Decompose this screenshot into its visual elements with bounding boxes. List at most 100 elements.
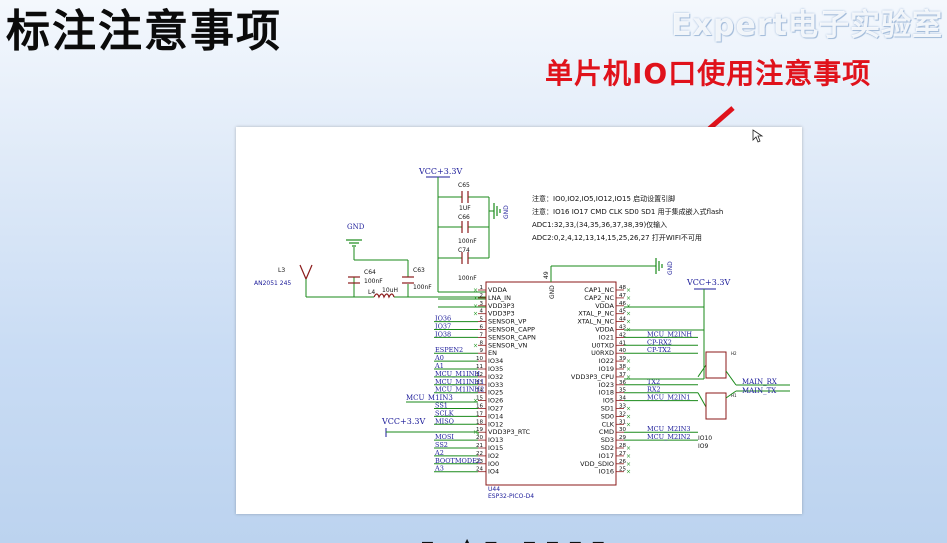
chip-ref: U44 xyxy=(488,486,500,493)
rf-wires xyxy=(305,247,486,298)
net-main-tx: MAIN_TX xyxy=(742,387,776,395)
pin-number-left: 10 xyxy=(476,356,483,362)
rf-parts xyxy=(299,264,414,299)
no-connect-mark: × xyxy=(626,413,631,420)
c64-value: 100nF xyxy=(364,278,383,285)
pin-number-right: 27 xyxy=(619,451,626,457)
net-label-left: IO38 xyxy=(435,330,451,338)
note-line: 注意：IO16 IO17 CMD CLK SD0 SD1 用于集成嵌入式flas… xyxy=(532,207,723,216)
pin-number-right: 43 xyxy=(619,325,626,331)
net-label-right: MCU_M2IN3 xyxy=(647,425,691,433)
no-connect-mark: × xyxy=(626,319,631,326)
pin-name-left: IO25 xyxy=(488,389,503,397)
net-label-left: MCU_M1INH xyxy=(435,370,480,378)
gnd-symbol-icon xyxy=(493,203,501,219)
pin-name-left: IO14 xyxy=(488,412,503,420)
net-mcu-m1in3: MCU_M1IN3 xyxy=(406,394,453,402)
header-h2 xyxy=(705,351,727,379)
c66-ref: C66 xyxy=(458,214,470,221)
pin-number-right: 44 xyxy=(619,317,626,323)
pin-number-right: 40 xyxy=(619,348,626,354)
pin-number-right: 29 xyxy=(619,435,626,441)
pin-name-right: SD0 xyxy=(601,412,614,420)
pin-number-right: 34 xyxy=(619,396,626,402)
net-label-right: MCU_M2IN1 xyxy=(647,394,691,402)
no-connect-mark: × xyxy=(473,287,478,294)
pin-name-right: SD1 xyxy=(601,405,614,413)
pin-number-left: 16 xyxy=(476,404,483,410)
slide-title: 标注注意事项 xyxy=(6,6,282,57)
net-label-right: RX2 xyxy=(647,386,661,394)
pin-name-left: VDD3P3 xyxy=(488,302,515,310)
net-label-left: MISO xyxy=(435,417,454,425)
pin-name-right: IO23 xyxy=(599,381,614,389)
header-wire xyxy=(697,364,707,378)
pin-name-left: VDDA xyxy=(488,286,507,294)
pin-number-right: 36 xyxy=(619,380,626,386)
pin-name-right: SD3 xyxy=(601,436,614,444)
no-connect-mark: × xyxy=(626,366,631,373)
pin-name-left: IO32 xyxy=(488,373,503,381)
net-label-left: IO36 xyxy=(435,315,451,323)
header-h1-ref: H1 xyxy=(731,393,737,398)
pin-number-left: 14 xyxy=(476,388,483,394)
pin-number-left: 4 xyxy=(480,309,484,315)
c65-value: 1UF xyxy=(459,205,471,212)
pin-name-left: IO12 xyxy=(488,420,503,428)
no-connect-mark: × xyxy=(626,287,631,294)
pin-name-right: VDD_SDIO xyxy=(580,460,614,468)
pin-number-left: 2 xyxy=(480,293,484,299)
pin-number-left: 15 xyxy=(476,396,483,402)
pin-name-right: IO16 xyxy=(599,468,614,476)
pin-number-left: 5 xyxy=(480,317,484,323)
pin-number-left: 23 xyxy=(476,459,483,465)
pin-name-left: IO35 xyxy=(488,365,503,373)
no-connect-mark: × xyxy=(473,398,478,405)
mouse-cursor-icon xyxy=(752,129,764,143)
pin-number-left: 17 xyxy=(476,411,483,417)
pin-number-left: 7 xyxy=(480,332,484,338)
c63-value: 100nF xyxy=(413,284,432,291)
net-label-left: A1 xyxy=(434,362,444,370)
net-label-left: BOOTMODE2 xyxy=(435,457,481,465)
no-connect-mark: × xyxy=(626,421,631,428)
pin-name-left: EN xyxy=(488,349,497,357)
net-label-left: SS2 xyxy=(435,441,448,449)
pin-name-right: SD2 xyxy=(601,444,614,452)
pin-number-right: 48 xyxy=(619,285,626,291)
no-connect-mark: × xyxy=(626,358,631,365)
pin-number-right: 38 xyxy=(619,364,626,370)
pin-number-left: 9 xyxy=(480,348,484,354)
design-notes: 注意：IO0,IO2,IO5,IO12,IO15 启动设置引脚 注意：IO16 … xyxy=(532,194,723,242)
pin-name-left: IO34 xyxy=(488,357,503,365)
label-io9: IO9 xyxy=(698,443,708,450)
pin-name-left: IO13 xyxy=(488,436,503,444)
no-connect-mark: × xyxy=(473,295,478,302)
pin-name-left: IO15 xyxy=(488,444,503,452)
pin-name-left: IO26 xyxy=(488,397,503,405)
pin-number-right: 31 xyxy=(619,419,626,425)
net-label-left: A3 xyxy=(434,465,444,473)
pin-number-right: 32 xyxy=(619,411,626,417)
power-wires-top xyxy=(437,177,494,308)
header-h1 xyxy=(705,392,727,420)
header-h2-ref: H2 xyxy=(731,351,737,356)
l3-ref: L3 xyxy=(278,267,285,274)
c63-ref: C63 xyxy=(413,267,425,274)
pin-number-left: 8 xyxy=(480,340,484,346)
pin-number-right: 25 xyxy=(619,467,626,473)
label-io10: IO10 xyxy=(698,435,712,442)
no-connect-mark: × xyxy=(473,311,478,318)
vcc-label-left: VCC+3.3V xyxy=(381,417,425,426)
gnd-label-chip: GND xyxy=(667,261,674,275)
pin-number-right: 46 xyxy=(619,301,626,307)
net-label-right: MCU_M2IN2 xyxy=(647,433,691,441)
capacitor-symbols-top xyxy=(461,191,469,264)
chip-gnd-pin-name: GND xyxy=(549,285,556,299)
pin-name-right: XTAL_P_NC xyxy=(578,310,614,318)
no-connect-mark: × xyxy=(473,303,478,310)
no-connect-mark: × xyxy=(626,303,631,310)
pin-name-right: CMD xyxy=(599,428,614,436)
pin-number-left: 3 xyxy=(480,301,484,307)
vcc-label-top: VCC+3.3V xyxy=(418,167,462,176)
